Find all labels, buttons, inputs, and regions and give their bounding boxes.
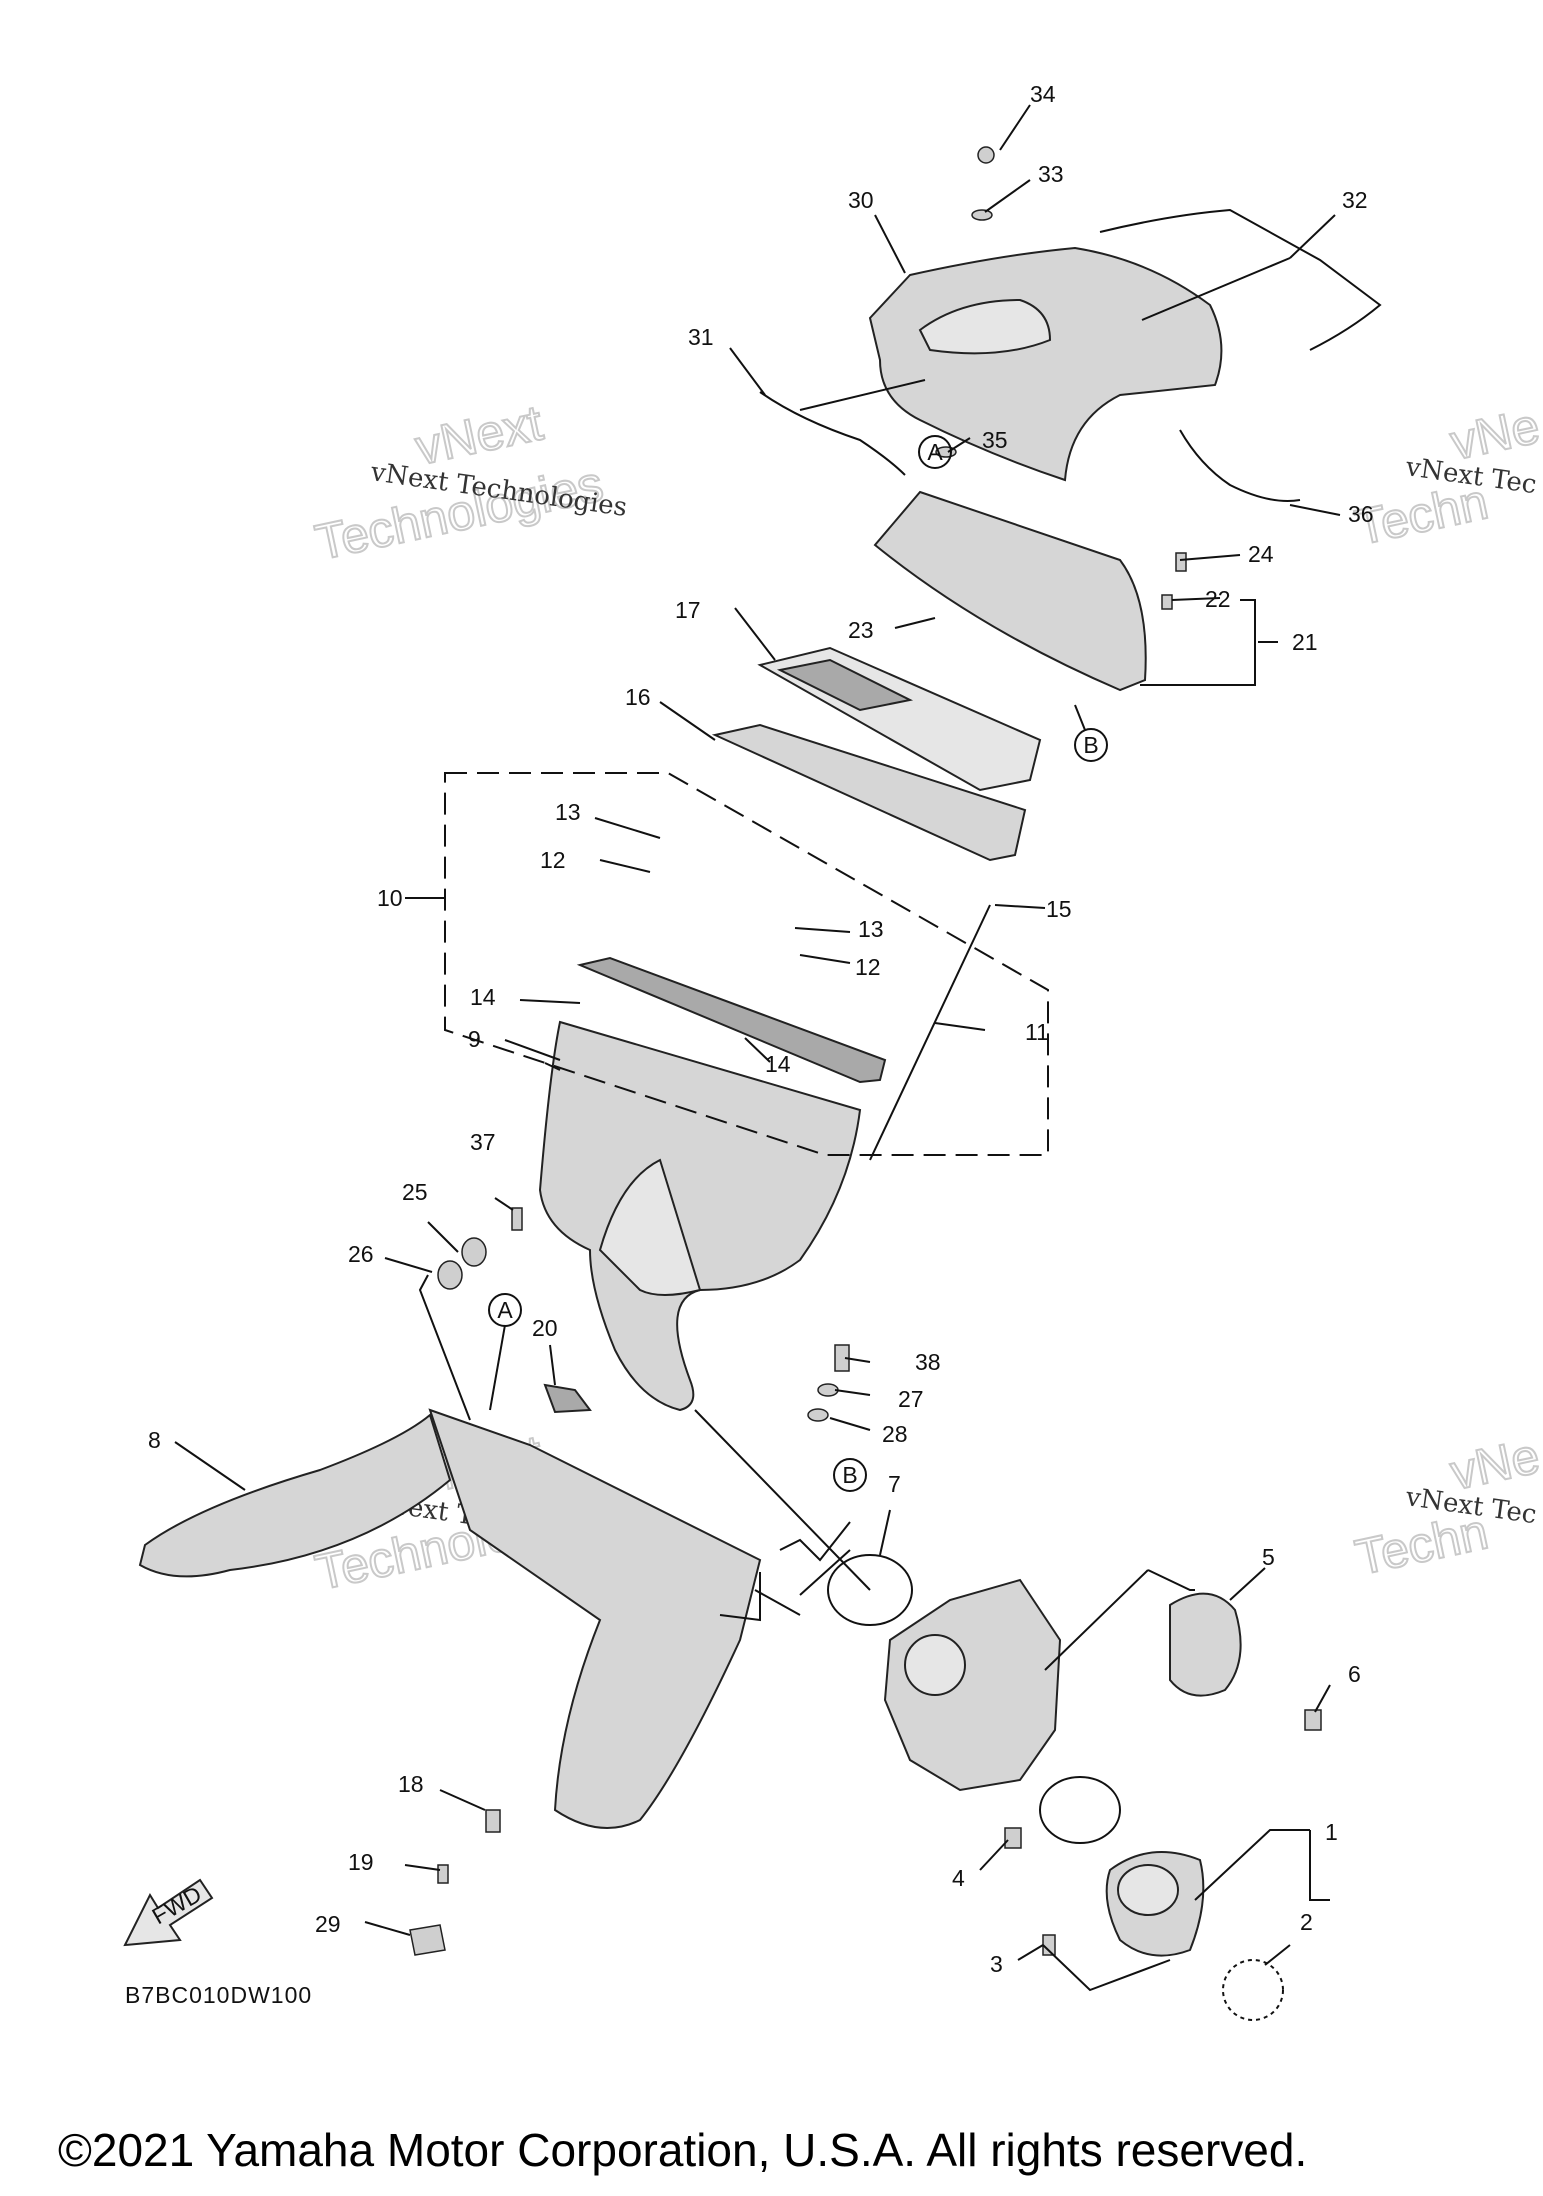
part-9-air-box — [538, 1020, 862, 1412]
part-21-filter-cover — [873, 490, 1147, 692]
ref-marker-label: B — [842, 1462, 857, 1488]
callout-26: 26 — [348, 1241, 374, 1267]
callout-5: 5 — [1262, 1544, 1275, 1570]
callout-14-right: 14 — [765, 1051, 791, 1077]
callout-33: 33 — [1038, 161, 1064, 187]
ref-marker-a-top: A — [918, 435, 952, 469]
callout-14-left: 14 — [470, 984, 496, 1010]
callout-2: 2 — [1300, 1909, 1313, 1935]
part-16-filter — [711, 723, 1027, 862]
part-30-cover — [868, 246, 1223, 482]
callout-29: 29 — [315, 1911, 341, 1937]
callout-23: 23 — [848, 617, 874, 643]
callout-38: 38 — [915, 1349, 941, 1375]
copyright-text: ©2021 Yamaha Motor Corporation, U.S.A. A… — [58, 2124, 1307, 2176]
callout-28: 28 — [882, 1421, 908, 1447]
callout-7: 7 — [888, 1471, 901, 1497]
part-38-27-28-fasteners — [807, 1344, 850, 1422]
assembly-10-boundary — [444, 772, 1049, 1156]
callout-8: 8 — [148, 1427, 161, 1453]
callout-9: 9 — [468, 1026, 481, 1052]
callout-11: 11 — [1025, 1019, 1049, 1045]
part-22-24-screws — [1161, 552, 1187, 610]
diagram-code: B7BC010DW100 — [125, 1982, 312, 2008]
ref-marker-label: A — [497, 1297, 513, 1323]
ref-marker-b-bottom: B — [833, 1458, 867, 1492]
part-8-duct — [138, 1408, 762, 1829]
ref-marker-b-top: B — [1074, 728, 1108, 762]
leader-lines — [174, 104, 1341, 1992]
callout-36: 36 — [1348, 501, 1374, 527]
part-2-oring — [1222, 1959, 1284, 2021]
part-5-cover — [1169, 1592, 1242, 1697]
callout-32: 32 — [1342, 187, 1368, 213]
callout-12-upper: 12 — [540, 847, 566, 873]
part-throttle-body — [883, 1578, 1062, 1792]
ref-marker-label: B — [1083, 732, 1098, 758]
callout-37: 37 — [470, 1129, 496, 1155]
ref-marker-a-bottom: A — [488, 1293, 522, 1327]
callout-15: 15 — [1046, 896, 1072, 922]
callout-30: 30 — [848, 187, 874, 213]
callout-12-lower: 12 — [855, 954, 881, 980]
callout-21: 21 — [1292, 629, 1318, 655]
callout-10: 10 — [377, 885, 403, 911]
callout-13-upper: 13 — [555, 799, 581, 825]
callout-18: 18 — [398, 1771, 424, 1797]
part-7-clamp — [827, 1554, 913, 1626]
part-18-19-29-small — [409, 1809, 501, 1956]
watermark-group-3: Techn vNe vNext Tec — [1350, 396, 1543, 556]
callout-labels: 1 2 3 4 5 6 7 8 9 10 11 12 12 13 13 14 1… — [148, 81, 1374, 1977]
part-31-strip — [759, 391, 906, 476]
callout-27: 27 — [898, 1386, 924, 1412]
part-10-bracket — [576, 956, 887, 1084]
part-32-strip — [1099, 208, 1382, 351]
callout-19: 19 — [348, 1849, 374, 1875]
callout-34: 34 — [1030, 81, 1056, 107]
callout-3: 3 — [990, 1951, 1003, 1977]
part-25-26-37-small — [437, 1207, 523, 1290]
callout-31: 31 — [688, 324, 714, 350]
part-20-clip — [543, 1383, 592, 1414]
part-36-strip — [1179, 429, 1301, 502]
callout-20: 20 — [532, 1315, 558, 1341]
part-1-joint — [1105, 1851, 1205, 1957]
callout-4: 4 — [952, 1865, 965, 1891]
watermark-group-4: Techn vNe vNext Tec — [1350, 1426, 1543, 1586]
callout-1: 1 — [1325, 1819, 1338, 1845]
part-17-frame — [757, 646, 1042, 792]
ref-marker-label: A — [927, 439, 943, 465]
part-4-clamp — [1004, 1776, 1121, 1849]
callout-17: 17 — [675, 597, 701, 623]
callout-13-lower: 13 — [858, 916, 884, 942]
watermark-group-1: Technologies vNext vNext Technologies — [310, 393, 629, 571]
part-6-bolt — [1304, 1709, 1322, 1731]
fwd-arrow-icon: FWD — [123, 1878, 214, 1947]
callout-24: 24 — [1248, 541, 1274, 567]
callout-16: 16 — [625, 684, 651, 710]
watermark-large-word1: vNext — [411, 394, 548, 475]
callout-25: 25 — [402, 1179, 428, 1205]
callout-6: 6 — [1348, 1661, 1361, 1687]
callout-35: 35 — [982, 427, 1008, 453]
callout-22: 22 — [1205, 586, 1231, 612]
